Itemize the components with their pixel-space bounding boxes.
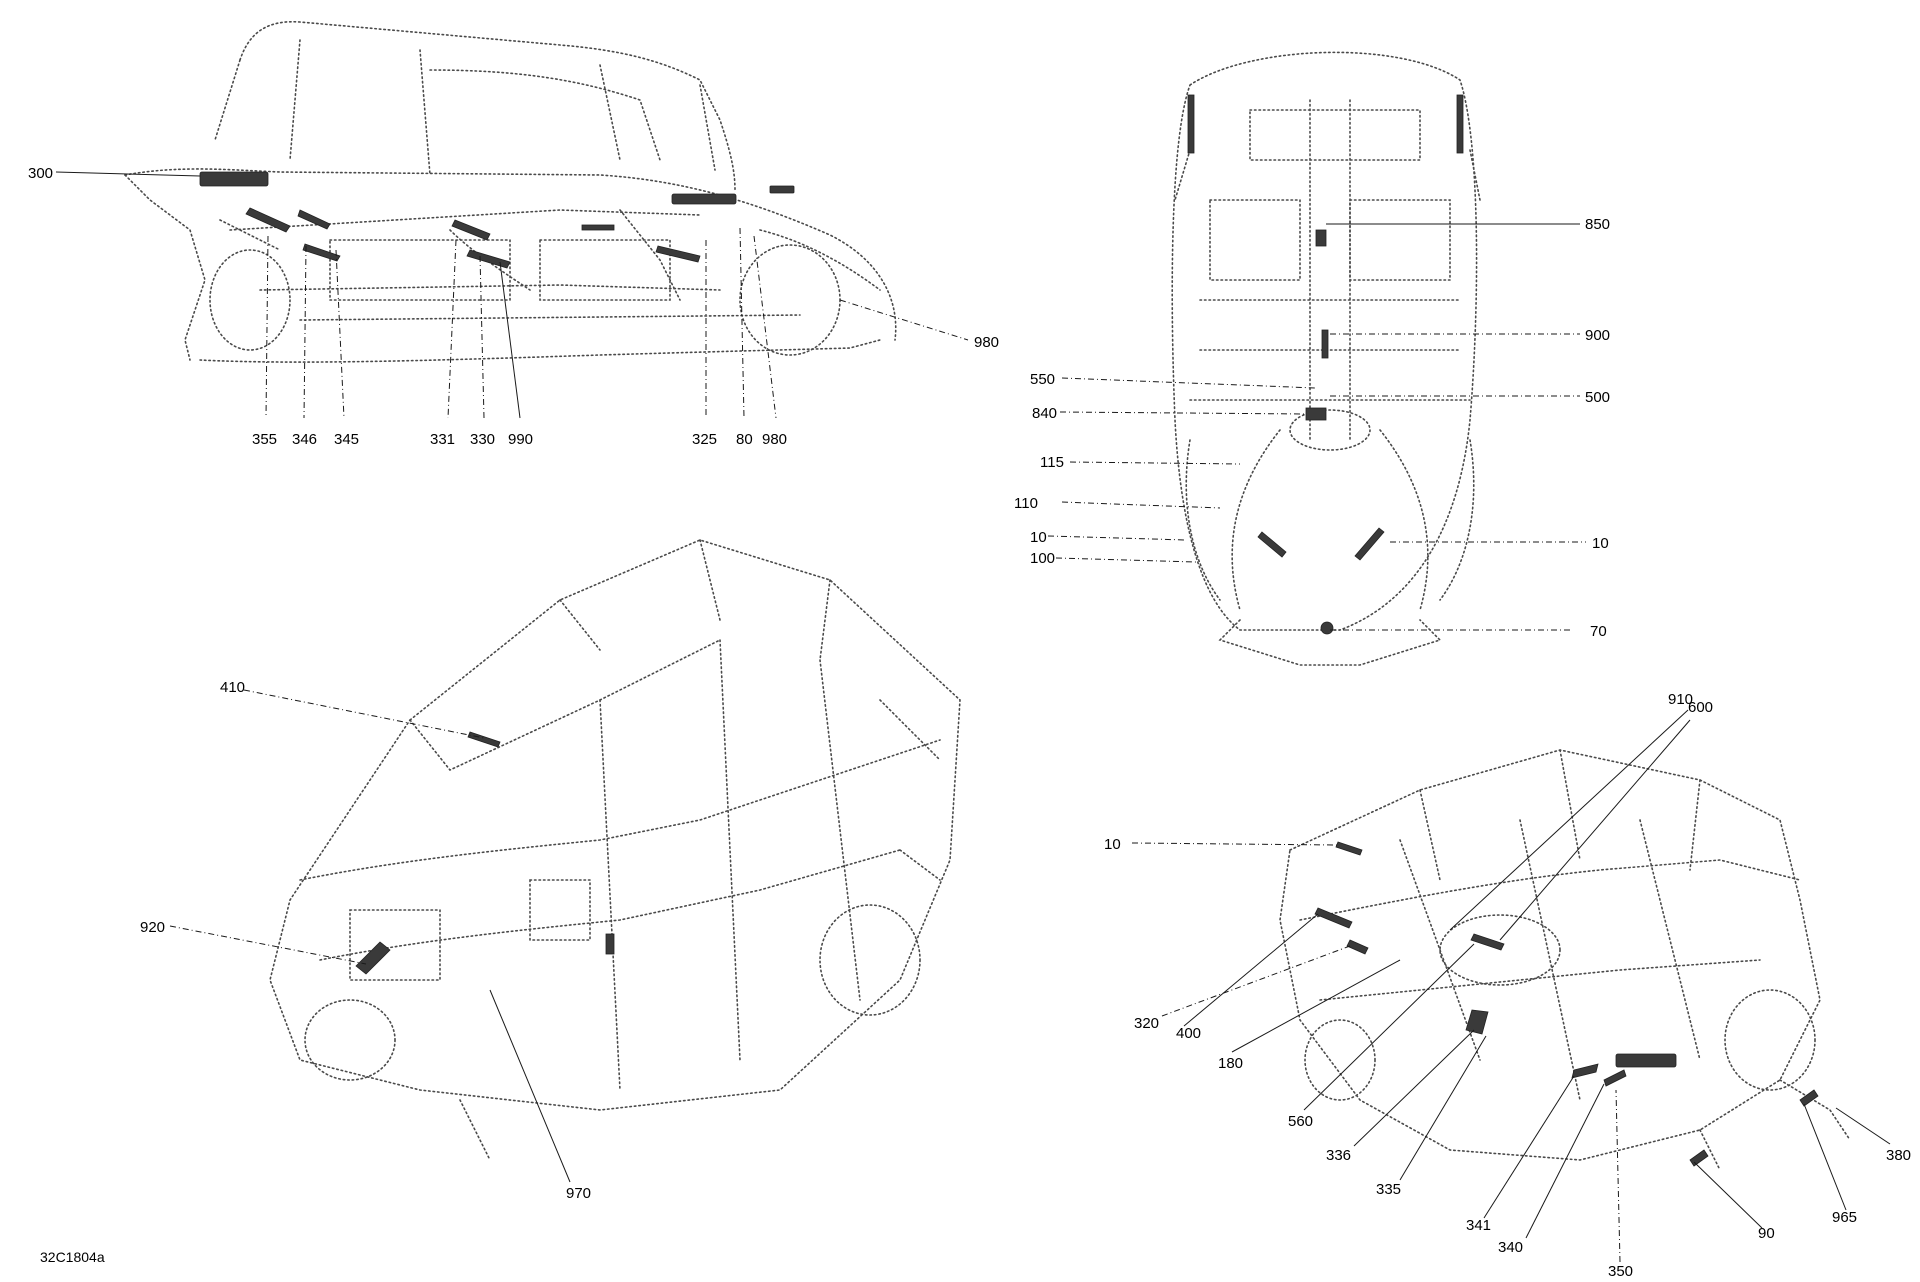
decal-325 [655,245,701,263]
decal-850 [1315,229,1327,247]
rear-iso-vehicle [269,539,961,1161]
top-view-decals [1187,94,1464,635]
callout-label: 346 [292,431,317,448]
decal-top-left-fender [1187,94,1195,154]
decal-346 [297,209,331,230]
front-iso-vehicle [1279,749,1851,1171]
callout-label: 980 [974,334,999,351]
callout-label: 80 [736,431,753,448]
decal-355 [245,207,291,233]
decal-410 [467,731,501,748]
callout-label: 400 [1176,1025,1201,1042]
decal-560 [1470,933,1505,951]
callout-label: 350 [1608,1263,1633,1280]
callout-label: 840 [1032,405,1057,422]
decal-top-right-fender [1456,94,1464,154]
decal-center [581,224,615,231]
callout-label: 560 [1288,1113,1313,1130]
decal-965 [1799,1089,1819,1107]
decal-70 [1320,621,1334,635]
decal-331 [451,219,491,241]
callout-label: 300 [28,165,53,182]
rear-iso-decals [355,731,615,975]
figure-id: 32C1804a [40,1249,105,1265]
top-view-callouts: 850 900 550 500 840 115 110 10 10 100 70 [1014,216,1610,640]
callout-label: 380 [1886,1147,1911,1164]
decal-840 [1305,407,1327,421]
callout-label: 110 [1014,495,1038,512]
callout-label: 331 [430,431,455,448]
decal-10-left [1257,531,1287,558]
callout-label: 70 [1590,623,1607,640]
callout-label: 341 [1466,1217,1491,1234]
callout-label: 10 [1030,529,1047,546]
callout-label: 600 [1688,699,1713,716]
front-iso-callouts: 910 600 10 320 400 180 560 336 335 341 3… [1104,691,1911,1280]
decal-920 [355,941,391,975]
rear-iso-callouts: 410 920 970 [140,679,591,1202]
callout-label: 10 [1592,535,1609,552]
callout-label: 900 [1585,327,1610,344]
decal-90 [1689,1149,1709,1167]
decal-341 [1571,1063,1599,1079]
decal-side-panel [671,193,737,205]
callout-label: 345 [334,431,359,448]
decal-345 [302,243,341,262]
callout-label: 90 [1758,1225,1775,1242]
callout-label: 355 [252,431,277,448]
callout-label: 965 [1832,1209,1857,1226]
callout-label: 325 [692,431,717,448]
side-view-callouts: 300 980 355 346 345 331 330 990 325 80 9… [28,165,999,448]
decal-340 [1603,1069,1627,1087]
decal-10-right [1354,527,1385,561]
side-view-vehicle [124,20,897,363]
decal-300 [199,171,269,187]
decal-rear-small [605,933,615,955]
callout-label: 115 [1040,454,1064,471]
decal-336 [1465,1009,1489,1035]
callout-label: 850 [1585,216,1610,233]
decal-rear-logo [1615,1053,1677,1068]
decal-900 [1321,329,1329,359]
callout-label: 980 [762,431,787,448]
side-view-decals [199,171,795,269]
callout-label: 10 [1104,836,1121,853]
callout-label: 990 [508,431,533,448]
callout-label: 970 [566,1185,591,1202]
callout-label: 500 [1585,389,1610,406]
decal-10-iso [1335,841,1363,856]
callout-label: 100 [1030,550,1055,567]
leader-lines [55,171,1891,1263]
callout-label: 336 [1326,1147,1351,1164]
decal-330 [466,249,511,269]
callout-label: 180 [1218,1055,1243,1072]
callout-label: 410 [220,679,245,696]
decal-400 [1314,907,1353,929]
decal-320 [1346,939,1369,955]
callout-label: 335 [1376,1181,1401,1198]
callout-label: 330 [470,431,495,448]
front-iso-decals [1314,841,1819,1167]
top-view-vehicle [1171,51,1481,666]
callout-label: 340 [1498,1239,1523,1256]
callout-label: 920 [140,919,165,936]
callout-label: 550 [1030,371,1055,388]
callout-label: 910 [1668,691,1693,708]
decal-side-small [769,185,795,194]
callout-label: 320 [1134,1015,1159,1032]
